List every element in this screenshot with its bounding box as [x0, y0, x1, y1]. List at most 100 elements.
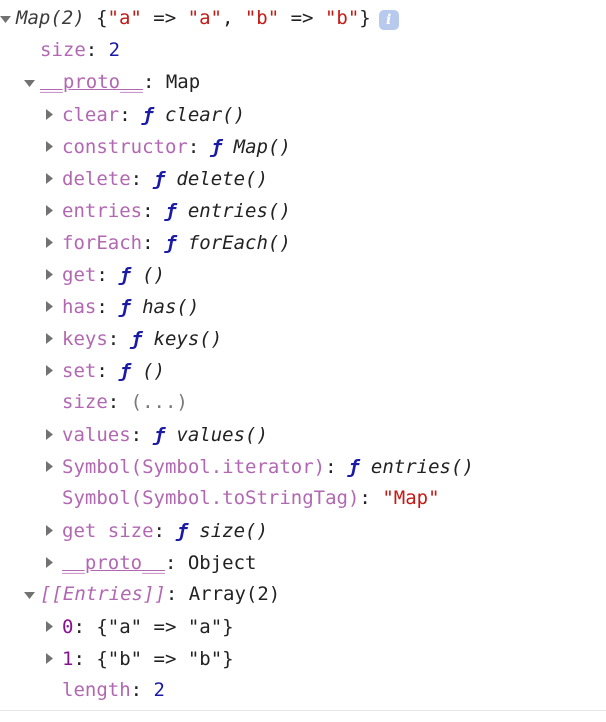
segment-root-3: => — [141, 7, 188, 29]
segment-set-1: : — [96, 360, 120, 382]
tree-row-size-accessor[interactable]: size: (...) — [0, 386, 606, 418]
segment-proto-object-1: : — [164, 552, 188, 574]
tree-row-set[interactable]: set: ƒ () — [0, 354, 606, 386]
tree-row-text-size-accessor: size: (...) — [62, 386, 188, 418]
segment-delete-3: delete() — [164, 168, 268, 190]
triangle-right-icon[interactable] — [46, 449, 62, 472]
segment-root-6: "b" — [244, 7, 280, 29]
segment-clear-2: ƒ — [142, 104, 154, 126]
segment-root-4: "a" — [187, 7, 222, 29]
segment-values-3: values() — [164, 424, 268, 446]
tree-row-symbol-iterator[interactable]: Symbol(Symbol.iterator): ƒ entries() — [0, 450, 606, 482]
tree-row-forEach[interactable]: forEach: ƒ forEach() — [0, 226, 606, 258]
segment-get-size-2: ƒ — [176, 520, 188, 542]
segment-get-1: : — [96, 264, 120, 286]
segment-entries-2: ƒ — [164, 200, 177, 222]
segment-symbol-tostringtag-0: Symbol(Symbol.toStringTag) — [62, 487, 360, 509]
tree-row-text-values: values: ƒ values() — [62, 419, 268, 451]
segment-root-9: } — [359, 7, 371, 29]
tree-row-text-has: has: ƒ has() — [62, 291, 199, 323]
tree-row-length[interactable]: length: 2 — [0, 674, 606, 706]
triangle-down-icon[interactable] — [24, 68, 40, 87]
segment-proto-map-1: : — [142, 71, 166, 93]
triangle-right-icon[interactable] — [46, 289, 62, 312]
tree-row-get[interactable]: get: ƒ () — [0, 258, 606, 290]
triangle-right-icon[interactable] — [46, 353, 62, 376]
segment-keys-0: keys — [62, 328, 108, 350]
triangle-right-icon[interactable] — [46, 641, 62, 664]
segment-get-size-3: size() — [187, 520, 268, 542]
segment-proto-map-2: Map — [165, 71, 201, 93]
triangle-down-icon[interactable] — [0, 4, 16, 23]
segment-set-0: set — [62, 360, 97, 382]
segment-set-3: () — [130, 360, 165, 382]
segment-symbol-iterator-3: entries() — [359, 456, 474, 478]
tree-row-entry-0[interactable]: 0: {"a" => "a"} — [0, 610, 606, 642]
triangle-right-icon[interactable] — [46, 257, 62, 280]
segment-clear-3: clear() — [153, 104, 246, 126]
triangle-right-icon[interactable] — [46, 225, 62, 248]
segment-has-2: ƒ — [119, 296, 131, 318]
segment-entry-1-0: 1 — [62, 648, 74, 670]
triangle-right-icon[interactable] — [46, 417, 62, 440]
segment-symbol-iterator-2: ƒ — [348, 456, 360, 478]
segment-entries-1: : — [142, 200, 165, 222]
segment-size-1: : — [85, 39, 109, 61]
tree-row-get-size[interactable]: get size: ƒ size() — [0, 514, 606, 546]
segment-symbol-tostringtag-1: : — [359, 487, 383, 509]
segment-entries-internal-0: [[Entries]] — [40, 583, 166, 605]
tree-row-text-length: length: 2 — [62, 674, 165, 706]
triangle-right-icon[interactable] — [46, 129, 62, 152]
segment-size-accessor-2: (...) — [130, 391, 188, 413]
triangle-right-icon[interactable] — [46, 609, 62, 632]
segment-has-3: has() — [130, 296, 200, 318]
triangle-right-icon[interactable] — [46, 545, 62, 568]
segment-delete-2: ƒ — [153, 168, 165, 190]
tree-row-symbol-tostringtag[interactable]: Symbol(Symbol.toStringTag): "Map" — [0, 482, 606, 514]
tree-row-text-root: Map(2) {"a" => "a", "b" => "b"} — [16, 2, 371, 34]
tree-row-clear[interactable]: clear: ƒ clear() — [0, 98, 606, 130]
tree-row-values[interactable]: values: ƒ values() — [0, 418, 606, 450]
tree-row-text-get: get: ƒ () — [62, 259, 165, 291]
tree-row-proto-object[interactable]: __proto__: Object — [0, 546, 606, 578]
segment-constructor-1: : — [187, 136, 211, 158]
segment-constructor-2: ƒ — [210, 136, 223, 158]
triangle-right-icon[interactable] — [46, 321, 62, 344]
tree-row-entry-1[interactable]: 1: {"b" => "b"} — [0, 642, 606, 674]
tree-row-delete[interactable]: delete: ƒ delete() — [0, 162, 606, 194]
triangle-down-icon[interactable] — [24, 580, 40, 599]
segment-entries-3: entries() — [176, 200, 291, 222]
tree-row-entries-internal[interactable]: [[Entries]]: Array(2) — [0, 578, 606, 610]
segment-entry-0-1: : — [73, 616, 97, 638]
tree-row-text-entries: entries: ƒ entries() — [62, 195, 291, 227]
segment-entries-internal-1: : — [165, 583, 189, 605]
tree-row-root[interactable]: Map(2) {"a" => "a", "b" => "b"} i — [0, 2, 606, 34]
tree-row-entries[interactable]: entries: ƒ entries() — [0, 194, 606, 226]
tree-row-has[interactable]: has: ƒ has() — [0, 290, 606, 322]
triangle-right-icon[interactable] — [46, 97, 62, 120]
info-badge-icon[interactable]: i — [378, 10, 399, 30]
tree-row-text-proto-object: __proto__: Object — [62, 547, 256, 579]
segment-size-2: 2 — [108, 39, 121, 61]
segment-get-size-1: : — [153, 520, 177, 542]
tree-row-constructor[interactable]: constructor: ƒ Map() — [0, 130, 606, 162]
tree-row-proto-map[interactable]: __proto__: Map — [0, 66, 606, 98]
triangle-right-icon[interactable] — [46, 161, 62, 184]
tree-row-size[interactable]: size: 2 — [0, 34, 606, 66]
segment-set-2: ƒ — [119, 360, 131, 382]
segment-clear-0: clear — [62, 104, 120, 126]
segment-clear-1: : — [119, 104, 143, 126]
segment-get-3: () — [130, 264, 165, 286]
tree-row-keys[interactable]: keys: ƒ keys() — [0, 322, 606, 354]
segment-entry-0-0: 0 — [62, 616, 74, 638]
triangle-right-icon[interactable] — [46, 193, 62, 216]
segment-keys-3: keys() — [142, 328, 223, 350]
segment-root-0: Map(2) — [16, 7, 85, 29]
segment-delete-0: delete — [62, 168, 131, 190]
segment-proto-object-2: Object — [187, 552, 257, 574]
segment-constructor-3: Map() — [222, 136, 291, 158]
segment-symbol-tostringtag-2: "Map" — [382, 487, 440, 509]
triangle-right-icon[interactable] — [46, 513, 62, 536]
segment-forEach-2: ƒ — [164, 232, 177, 254]
